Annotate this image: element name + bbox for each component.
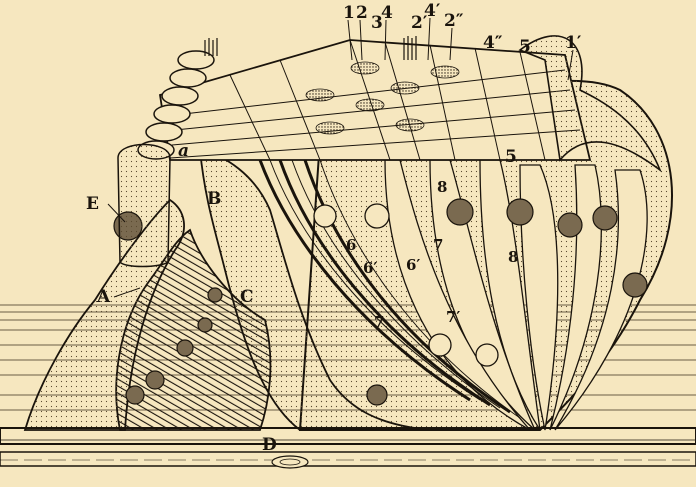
label-4-prime: 4′ [424, 1, 441, 21]
label-C: C [240, 287, 254, 307]
label-6: 6 [346, 236, 356, 254]
label-1: 1 [343, 3, 355, 23]
label-6-prime-b: 6′ [406, 256, 420, 274]
label-7-prime: 7′ [446, 308, 460, 326]
label-5-cell: 5 [505, 147, 517, 167]
label-4-double-prime: 4″ [483, 33, 503, 53]
label-a: a [178, 141, 189, 161]
label-5-top: 5 [519, 37, 531, 57]
label-B: B [207, 189, 221, 209]
label-7: 7 [374, 313, 384, 331]
label-D: D [262, 435, 277, 455]
label-6-prime: 6′ [363, 259, 377, 277]
label-8-top: 8 [437, 178, 447, 196]
label-E: E [86, 194, 99, 214]
label-7-top: 7 [433, 236, 443, 254]
label-4: 4 [381, 3, 393, 23]
label-2: 2 [356, 3, 368, 23]
label-8: 8 [508, 248, 518, 266]
label-1-prime: 1′ [565, 33, 582, 53]
label-A: A [96, 287, 111, 307]
label-2-double-prime: 2″ [444, 11, 464, 31]
